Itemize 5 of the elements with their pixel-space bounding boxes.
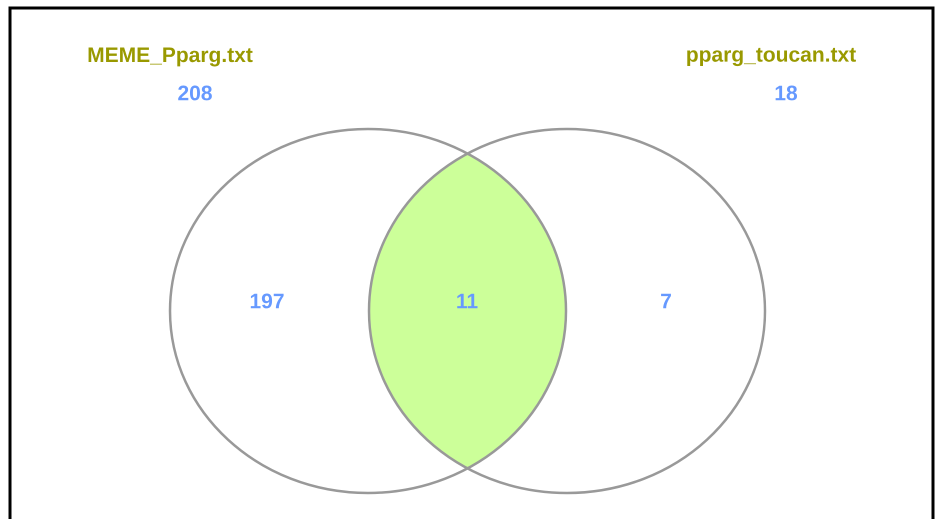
set-count: 208 [178, 86, 212, 100]
set-title: MEME_Pparg.txt [88, 48, 253, 66]
set-count: 18 [776, 86, 798, 100]
set-title: pparg_toucan.txt [687, 48, 856, 66]
intersection-region: 11 [369, 129, 566, 493]
